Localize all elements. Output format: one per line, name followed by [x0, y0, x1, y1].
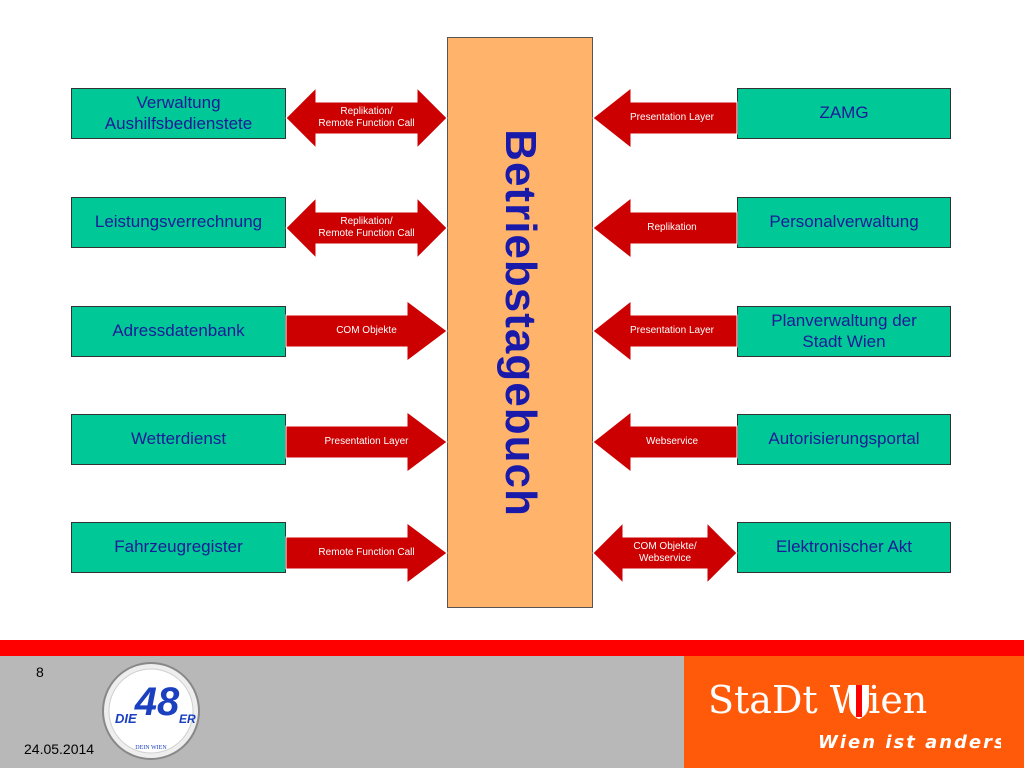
stadt-wien-logo: StaDt Wien Wien ist anders: [706, 673, 1005, 759]
system-planverwaltung: Planverwaltung der Stadt Wien: [737, 306, 951, 357]
system-adressdatenbank: Adressdatenbank: [71, 306, 286, 357]
slide-date: 24.05.2014: [24, 741, 95, 757]
connector-label: Replikation/ Remote Function Call: [318, 216, 415, 239]
connector-arrow-right-2: Replikation: [592, 196, 738, 260]
connector-arrow-right-1: Presentation Layer: [592, 86, 738, 150]
left-arrow-icon: [592, 299, 738, 363]
system-autorisierungsportal: Autorisierungsportal: [737, 414, 951, 465]
system-wetterdienst: Wetterdienst: [71, 414, 286, 465]
stadt-wien-wordmark: StaDt Wien: [708, 678, 927, 722]
connector-label: COM Objekte/ Webservice: [633, 541, 697, 564]
die-48er-logo: 48 DIE ER DEIN WIEN: [101, 661, 201, 761]
right-arrow-icon: [285, 522, 448, 584]
connector-arrow-right-5: COM Objekte/ Webservice: [592, 521, 738, 585]
connector-arrow-left-2: Replikation/ Remote Function Call: [285, 196, 448, 260]
wien-shield-icon: [849, 685, 869, 719]
double-arrow-icon: [285, 196, 448, 260]
connector-label: Presentation Layer: [324, 436, 409, 447]
connector-arrow-left-1: Replikation/ Remote Function Call: [285, 86, 448, 150]
left-arrow-icon: [592, 86, 738, 150]
connector-label: Webservice: [645, 436, 699, 447]
connector-label: Replikation/ Remote Function Call: [318, 106, 415, 129]
left-arrow-icon: [592, 196, 738, 260]
system-zamg: ZAMG: [737, 88, 951, 139]
connector-label: Remote Function Call: [318, 547, 415, 558]
stadt-wien-slogan: Wien ist anders: [818, 732, 1001, 753]
system-verwaltung-aushilfsbedienstete: Verwaltung Aushilfsbedienstete: [71, 88, 286, 139]
connector-arrow-left-5: Remote Function Call: [285, 522, 448, 584]
logo48-small-text: DEIN WIEN: [135, 745, 167, 751]
connector-arrow-left-3: COM Objekte: [285, 300, 448, 362]
system-elektronischer-akt: Elektronischer Akt: [737, 522, 951, 573]
right-arrow-icon: [285, 300, 448, 362]
system-personalverwaltung: Personalverwaltung: [737, 197, 951, 248]
connector-arrow-left-4: Presentation Layer: [285, 411, 448, 473]
system-fahrzeugregister: Fahrzeugregister: [71, 522, 286, 573]
double-arrow-icon: [285, 86, 448, 150]
connector-label: COM Objekte: [336, 325, 397, 336]
logo48-number: 48: [134, 680, 180, 724]
betriebstagebuch-box: Betriebstagebuch: [447, 37, 593, 608]
footer-red-stripe: [0, 640, 1024, 656]
logo48-left-text: DIE: [115, 711, 137, 726]
connector-label: Presentation Layer: [630, 112, 714, 123]
double-arrow-icon: [592, 521, 738, 585]
center-title: Betriebstagebuch: [496, 128, 545, 517]
connector-label: Replikation: [647, 222, 697, 233]
logo48-right-text: ER: [179, 712, 196, 726]
connector-arrow-right-4: Webservice: [592, 410, 738, 474]
connector-label: Presentation Layer: [630, 325, 714, 336]
connector-arrow-right-3: Presentation Layer: [592, 299, 738, 363]
page-number: 8: [36, 664, 44, 680]
system-leistungsverrechnung: Leistungsverrechnung: [71, 197, 286, 248]
left-arrow-icon: [592, 410, 738, 474]
right-arrow-icon: [285, 411, 448, 473]
